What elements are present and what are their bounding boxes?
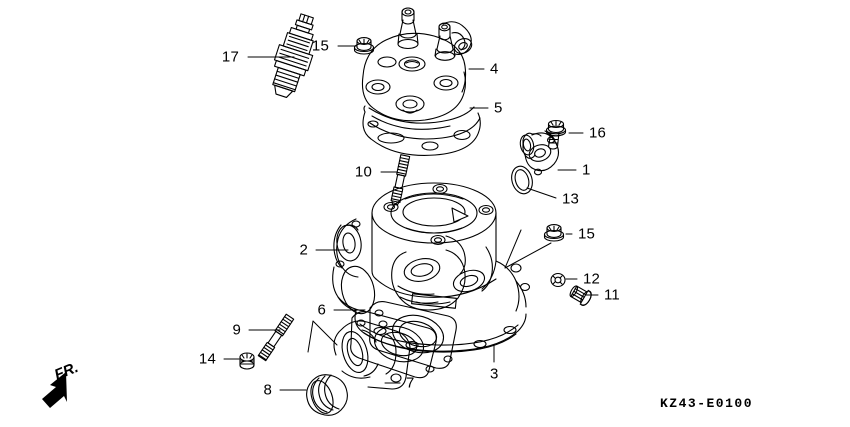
water-elbow-joint-part	[519, 130, 560, 176]
callout-label-9: 9	[232, 321, 241, 339]
intake-manifold-part	[333, 320, 411, 390]
callout-label-11: 11	[604, 286, 620, 304]
cylinder-head-part	[362, 105, 481, 156]
callout-label-8: 8	[263, 381, 272, 399]
callout-label-1: 1	[582, 161, 591, 179]
callout-label-5: 5	[494, 99, 503, 117]
callout-leader-lines	[223, 45, 599, 391]
spark-plug-part	[272, 13, 314, 98]
intake-manifold-gasket-part	[350, 301, 457, 379]
flange-nut-cylinder-part	[543, 224, 565, 242]
intake-nut-part	[239, 352, 255, 370]
callout-label-16: 16	[589, 124, 607, 142]
cylinder-head-cover-part	[361, 7, 475, 130]
callout-label-13: 13	[562, 190, 580, 208]
flange-nut-head-part	[353, 37, 375, 55]
callout-label-10: 10	[354, 163, 372, 181]
elbow-gasket-part	[511, 165, 533, 195]
diagram-part-number: KZ43-E0100	[660, 396, 754, 411]
insulator-band-part	[306, 374, 348, 416]
callout-label-4: 4	[490, 60, 499, 78]
callout-label-17: 17	[221, 48, 239, 66]
callout-label-15-cylinder: 15	[578, 225, 596, 243]
drain-bolt-part	[569, 285, 592, 307]
callout-label-15-head: 15	[311, 37, 329, 55]
callout-label-3: 3	[490, 365, 499, 383]
front-direction-arrow	[42, 372, 67, 408]
callout-label-14: 14	[198, 350, 216, 368]
callout-label-12: 12	[583, 270, 601, 288]
intake-stud-part	[257, 313, 295, 362]
callout-label-2: 2	[299, 241, 308, 259]
sealing-washer-part	[550, 272, 566, 288]
callout-label-7: 7	[406, 374, 415, 392]
callout-label-6: 6	[317, 301, 326, 319]
